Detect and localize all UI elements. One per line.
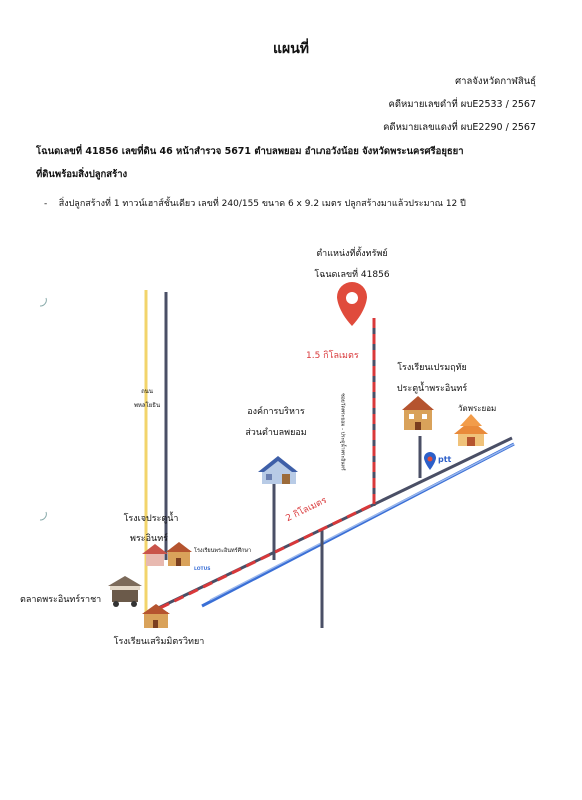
black-case-number: คดีหมายเลขดำที่ ผบE2533 / 2567 [388, 99, 537, 110]
page-title: แผนที่ [272, 41, 310, 57]
tao-office-icon [258, 456, 298, 484]
scan-mark-icon [39, 511, 47, 521]
court-name: ศาลจังหวัดกาฬสินธุ์ [455, 76, 536, 87]
scan-mark-icon [39, 297, 47, 307]
distance-vertical: 1.5 กิโลเมตร [306, 351, 359, 361]
building-bullet: - สิ่งปลูกสร้างที่ 1 ทาวน์เฮาส์ชั้นเดียว… [44, 196, 466, 210]
phahonyothin-label-1: ถนน [141, 388, 153, 395]
location-label-2: โฉนดเลขที่ 41856 [314, 270, 390, 280]
soi-road-label: ซอยวัดพระยอม - ประตูน้ำพระอินทร์ [339, 393, 346, 471]
ptt-label: ptt [438, 455, 452, 464]
temple-icon [454, 414, 488, 446]
school-building-icon [402, 396, 434, 430]
tao-label-2: ส่วนตำบลพยอม [245, 428, 307, 438]
location-label-1: ตำแหน่งที่ตั้งทรัพย์ [316, 249, 388, 259]
school-wit-label: โรงเรียนพระอินทร์ศึกษา [194, 548, 252, 554]
ptt-station-icon [424, 452, 436, 470]
school-wit-icon [166, 542, 192, 566]
school-serm-label: โรงเรียนเสริมมิตรวิทยา [113, 637, 205, 647]
property-subheading: ที่ดินพร้อมสิ่งปลูกสร้าง [36, 169, 128, 180]
phahonyothin-label-2: พหลโยธิน [133, 402, 161, 409]
red-case-number: คดีหมายเลขแดงที่ ผบE2290 / 2567 [383, 122, 536, 133]
school-prem-label-1: โรงเรียนเปรมฤทัย [397, 363, 467, 373]
location-pin-icon [337, 282, 367, 326]
building-description: สิ่งปลูกสร้างที่ 1 ทาวน์เฮาส์ชั้นเดียว เ… [58, 199, 466, 209]
market-label: ตลาดพระอินทร์ราชา [20, 595, 102, 605]
shrine-icon [142, 544, 168, 566]
highway-inner [209, 443, 515, 601]
shrine-label-1: โรงเจประตูน้ำ [123, 514, 179, 524]
shrine-label-2: พระอินทร์ [130, 534, 168, 544]
market-stall-icon [108, 576, 142, 607]
bullet-mark: - [44, 199, 48, 209]
tao-label-1: องค์การบริหาร [247, 407, 305, 417]
temple-label: วัดพระยอม [458, 404, 497, 413]
school-prem-label-2: ประตูน้ำพระอินทร์ [396, 384, 468, 394]
deed-line: โฉนดเลขที่ 41856 เลขที่ดิน 46 หน้าสำรวจ … [36, 146, 464, 157]
school-serm-icon [142, 604, 170, 628]
lotus-label: LOTUS [194, 567, 211, 572]
route-diagonal [159, 502, 375, 610]
